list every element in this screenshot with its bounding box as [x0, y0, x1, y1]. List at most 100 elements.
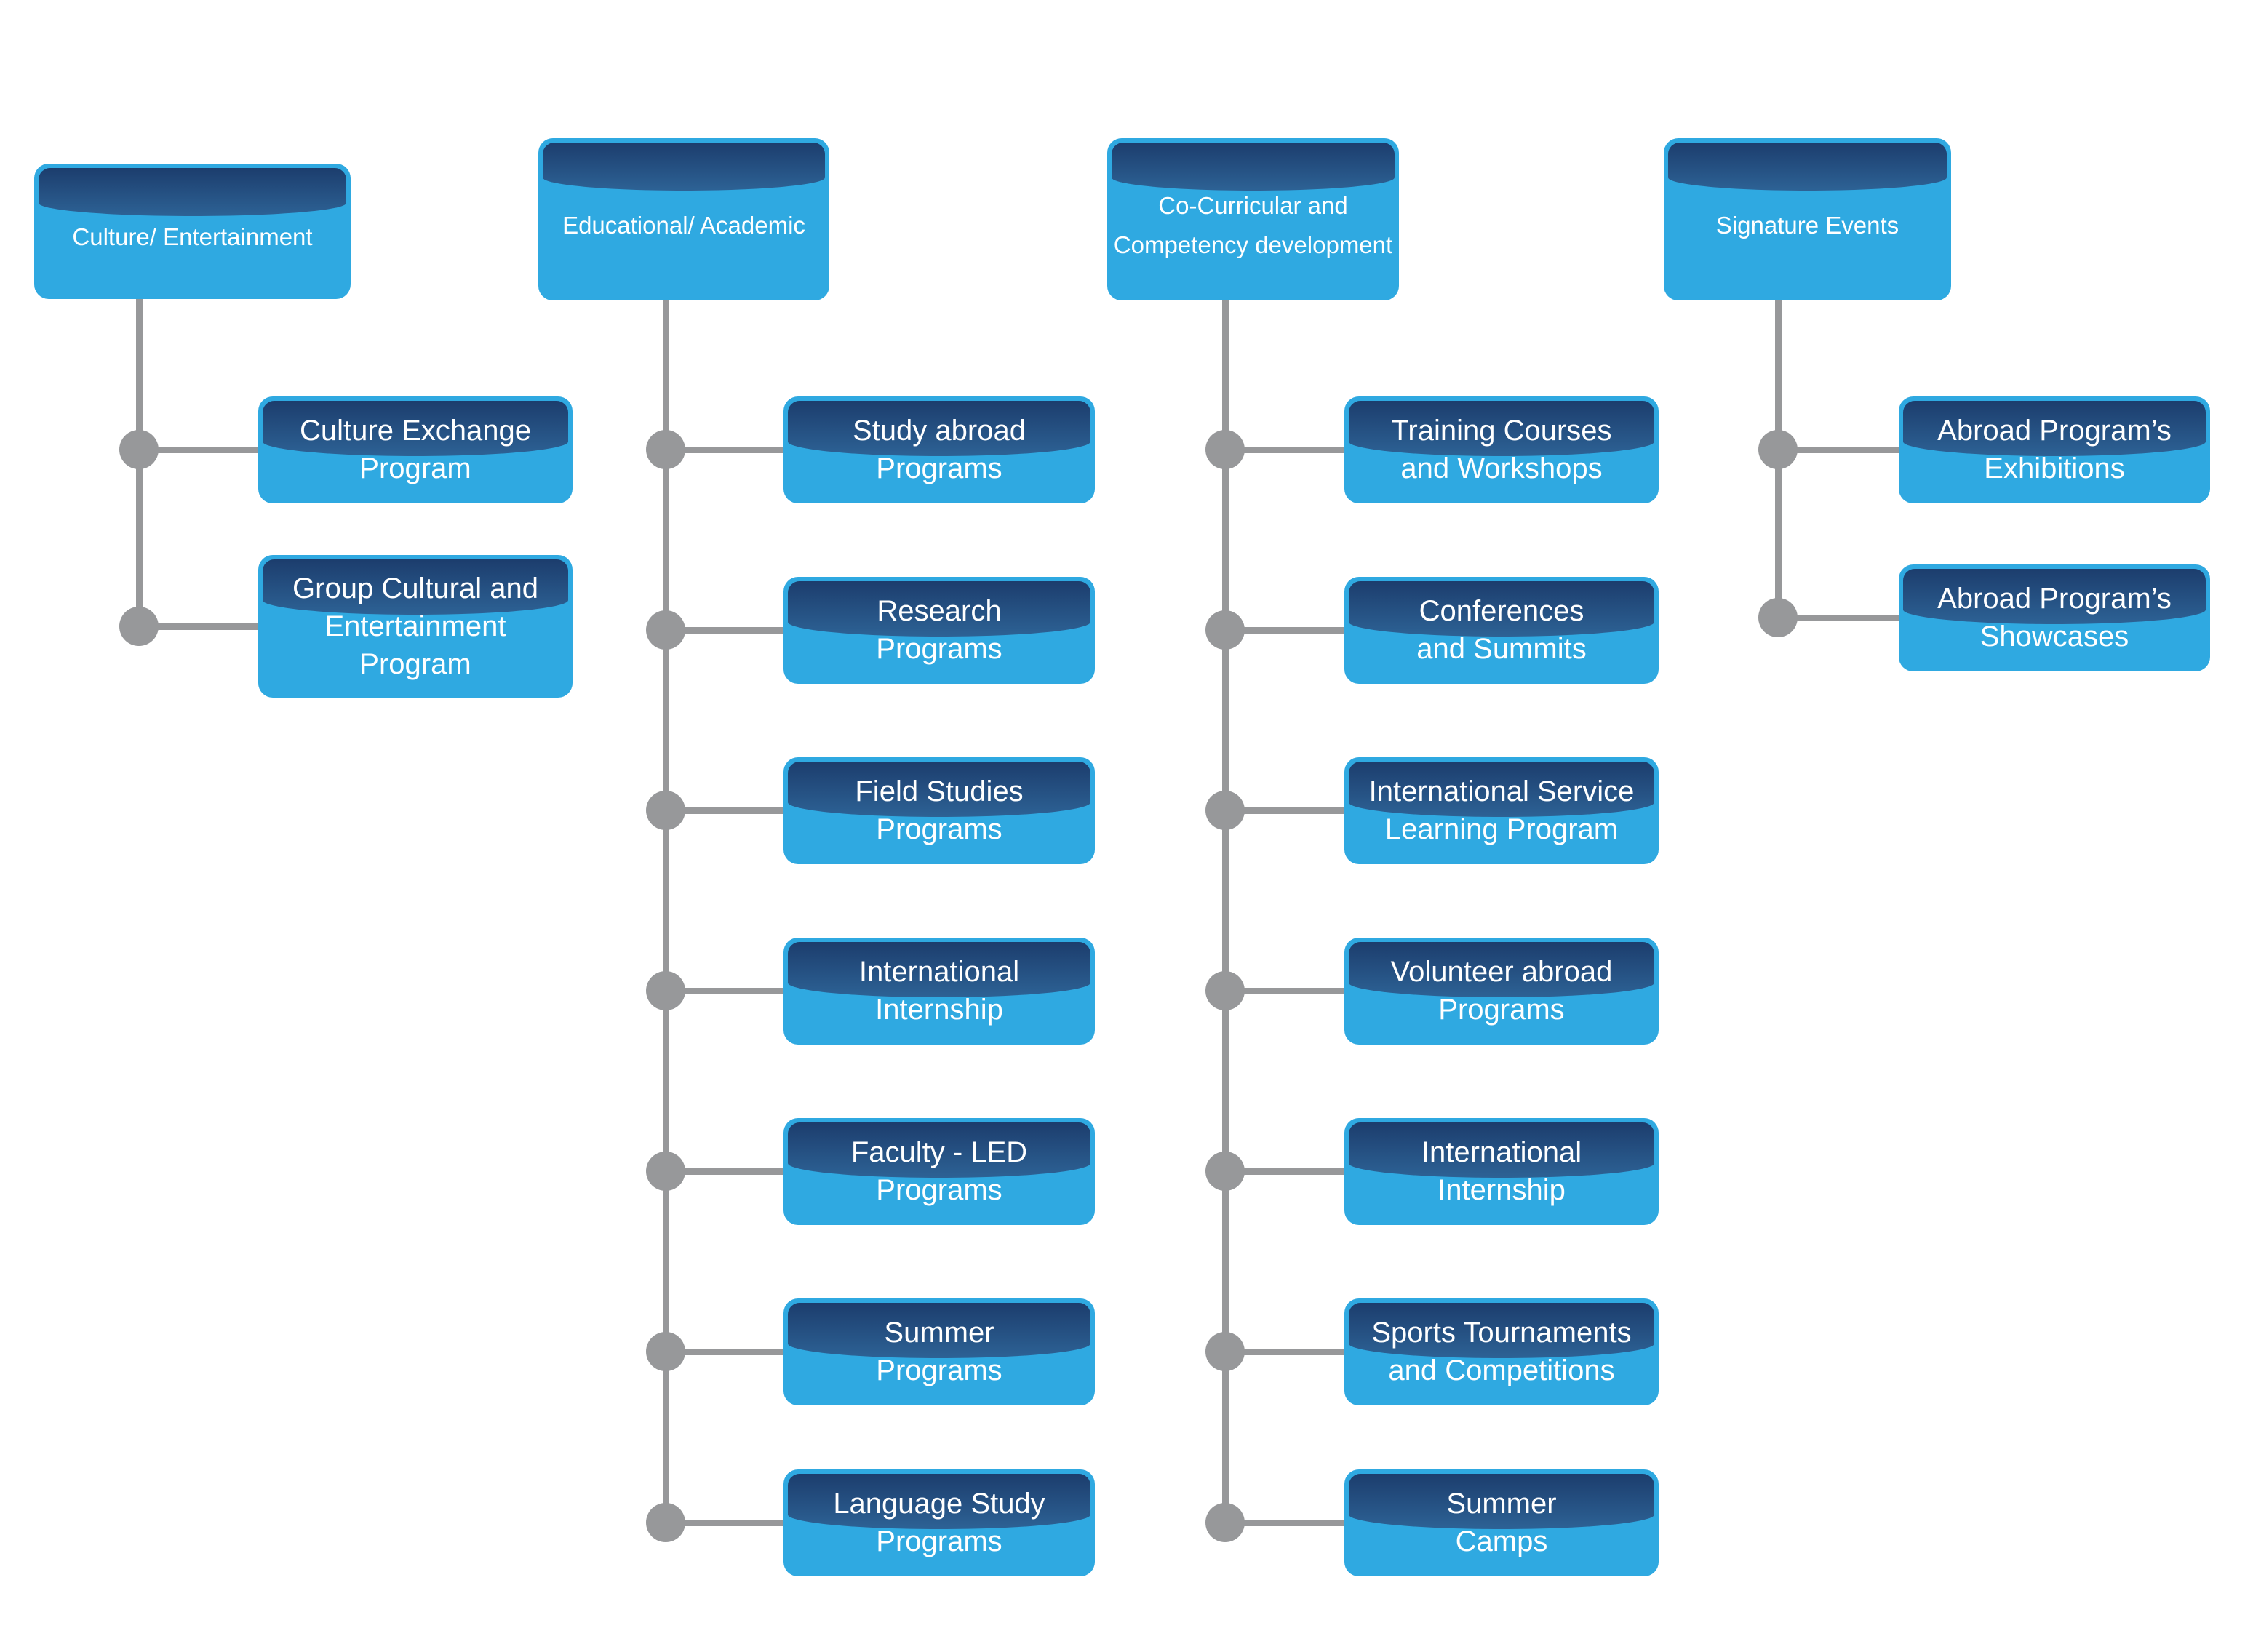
label-line: Programs [876, 633, 1002, 665]
connector-vline-educational-academic [662, 289, 669, 1523]
label-line: Internship [875, 994, 1003, 1026]
connector-hline-culture-entertainment [139, 623, 258, 630]
item-box-co-curricular-competency-1: Training Courses and Workshops [1344, 396, 1659, 503]
label-line: Co-Curricular and [1158, 191, 1348, 219]
label-line: Learning Program [1384, 813, 1619, 845]
label-line: International Service [1368, 775, 1635, 807]
connector-hline-educational-academic [666, 1168, 783, 1175]
label-line: and Workshops [1400, 452, 1603, 484]
connector-hline-co-curricular-competency [1225, 1168, 1344, 1175]
item-box-educational-academic-5: Faculty - LED Programs [783, 1117, 1095, 1225]
label-line: and Competitions [1388, 1354, 1615, 1386]
label-line: and Summits [1416, 633, 1587, 665]
label-line: Educational/ Academic [562, 211, 805, 239]
label-line: International [1421, 1136, 1582, 1168]
connector-dot-co-curricular-competency [1205, 1503, 1245, 1542]
connector-hline-educational-academic [666, 987, 783, 994]
category-box-culture-entertainment: Culture/ Entertainment [34, 164, 351, 299]
connector-hline-co-curricular-competency [1225, 807, 1344, 814]
label-line: Exhibitions [1984, 452, 2125, 484]
connector-hline-co-curricular-competency [1225, 987, 1344, 994]
label-line: Entertainment [324, 610, 506, 642]
connector-dot-educational-academic [646, 430, 685, 469]
label-line: Competency development [1113, 231, 1393, 258]
item-box-co-curricular-competency-6: Sports Tournaments and Competitions [1344, 1298, 1659, 1405]
label-line: Abroad Program’s [1937, 415, 2172, 447]
connector-dot-culture-entertainment [119, 607, 159, 646]
connector-dot-educational-academic [646, 791, 685, 830]
label-line: Study abroad [853, 415, 1026, 447]
item-box-co-curricular-competency-2: Conferences and Summits [1344, 576, 1659, 684]
label-line: Programs [876, 1525, 1002, 1557]
label-line: Programs [876, 813, 1002, 845]
connector-hline-educational-academic [666, 807, 783, 814]
connector-hline-co-curricular-competency [1225, 1519, 1344, 1526]
label-line: Abroad Program’s [1937, 583, 2172, 615]
label-line: Summer [884, 1317, 994, 1349]
label-line: Camps [1455, 1525, 1548, 1557]
connector-hline-educational-academic [666, 626, 783, 634]
connector-hline-educational-academic [666, 1519, 783, 1526]
category-box-signature-events: Signature Events [1664, 138, 1951, 300]
connector-dot-culture-entertainment [119, 430, 159, 469]
label-line: Showcases [1979, 621, 2129, 653]
connector-dot-co-curricular-competency [1205, 971, 1245, 1010]
category-box-educational-academic: Educational/ Academic [538, 138, 829, 300]
connector-dot-educational-academic [646, 1503, 685, 1542]
label-line: Signature Events [1715, 211, 1899, 239]
connector-dot-educational-academic [646, 1332, 685, 1371]
label-line: Summer [1446, 1488, 1557, 1520]
label-line: Program [359, 648, 471, 680]
connector-dot-educational-academic [646, 1152, 685, 1191]
label-line: Faculty - LED [850, 1136, 1028, 1168]
connector-hline-signature-events [1778, 614, 1899, 621]
connector-dot-co-curricular-competency [1205, 1332, 1245, 1371]
connector-hline-co-curricular-competency [1225, 1348, 1344, 1355]
label-line: Programs [876, 1174, 1002, 1206]
connector-vline-co-curricular-competency [1221, 289, 1229, 1523]
label-line: Programs [876, 452, 1002, 484]
label-line: Training Courses [1391, 415, 1612, 447]
connector-dot-co-curricular-competency [1205, 610, 1245, 650]
label-line: Research [877, 595, 1002, 627]
label-line: Culture Exchange [300, 415, 531, 447]
connector-hline-co-curricular-competency [1225, 626, 1344, 634]
connector-dot-educational-academic [646, 971, 685, 1010]
label-line: Program [359, 452, 471, 484]
label-line: Language Study [833, 1488, 1045, 1520]
connector-hline-signature-events [1778, 446, 1899, 453]
connector-hline-educational-academic [666, 1348, 783, 1355]
label-line: International [858, 956, 1020, 988]
label-line: Culture/ Entertainment [72, 223, 313, 250]
label-line: Internship [1437, 1174, 1566, 1206]
connector-dot-co-curricular-competency [1205, 430, 1245, 469]
connector-dot-co-curricular-competency [1205, 791, 1245, 830]
label-line: Conferences [1419, 595, 1584, 627]
label-line: Programs [1438, 994, 1565, 1026]
connector-hline-co-curricular-competency [1225, 446, 1344, 453]
label-line: Group Cultural and [292, 572, 538, 604]
connector-dot-educational-academic [646, 610, 685, 650]
connector-dot-signature-events [1758, 430, 1798, 469]
label-line: Field Studies [855, 775, 1024, 807]
label-line: Sports Tournaments [1371, 1317, 1632, 1349]
connector-hline-culture-entertainment [139, 446, 258, 453]
connector-dot-co-curricular-competency [1205, 1152, 1245, 1191]
label-line: Programs [876, 1354, 1002, 1386]
